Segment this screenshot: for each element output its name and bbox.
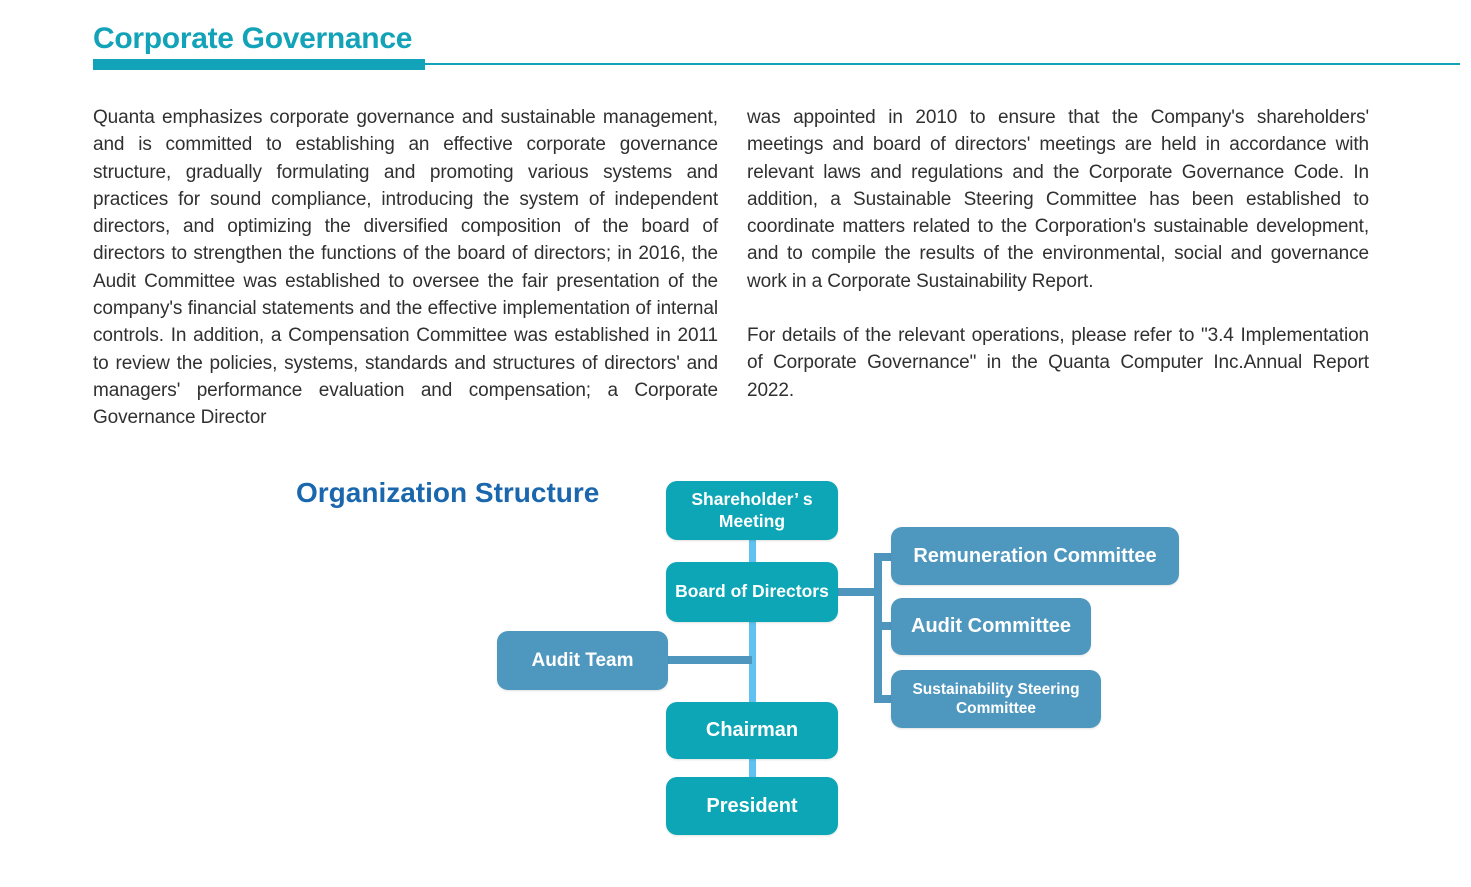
connector-stub-remuneration: [874, 553, 893, 561]
org-node-board-of-directors: Board of Directors: [666, 562, 838, 622]
org-node-audit-committee: Audit Committee: [891, 598, 1091, 655]
paragraph-report-reference: For details of the relevant operations, …: [747, 325, 1369, 401]
org-node-audit-team: Audit Team: [497, 631, 668, 690]
connector-stub-sustainability: [874, 695, 893, 703]
org-node-chairman: Chairman: [666, 702, 838, 759]
title-underline-bar: [93, 59, 425, 70]
org-node-president: President: [666, 777, 838, 835]
paragraph-governance-director: was appointed in 2010 to ensure that the…: [747, 107, 1369, 292]
org-node-remuneration-committee: Remuneration Committee: [891, 527, 1179, 585]
connector-stub-audit-committee: [874, 622, 893, 630]
org-node-shareholders-meeting: Shareholder’ s Meeting: [666, 481, 838, 540]
page-title: Corporate Governance: [93, 22, 413, 55]
connector-central-spine: [749, 538, 756, 781]
connector-audit-team: [664, 656, 752, 664]
org-node-sustainability-steering-committee: Sustainability Steering Committee: [891, 670, 1101, 728]
body-text-right-column: was appointed in 2010 to ensure that the…: [747, 104, 1369, 431]
connector-board-to-branch: [835, 588, 879, 596]
org-chart-heading: Organization Structure: [296, 477, 600, 508]
body-text-left-column: Quanta emphasizes corporate governance a…: [93, 107, 718, 429]
title-underline-rule: [425, 63, 1460, 65]
